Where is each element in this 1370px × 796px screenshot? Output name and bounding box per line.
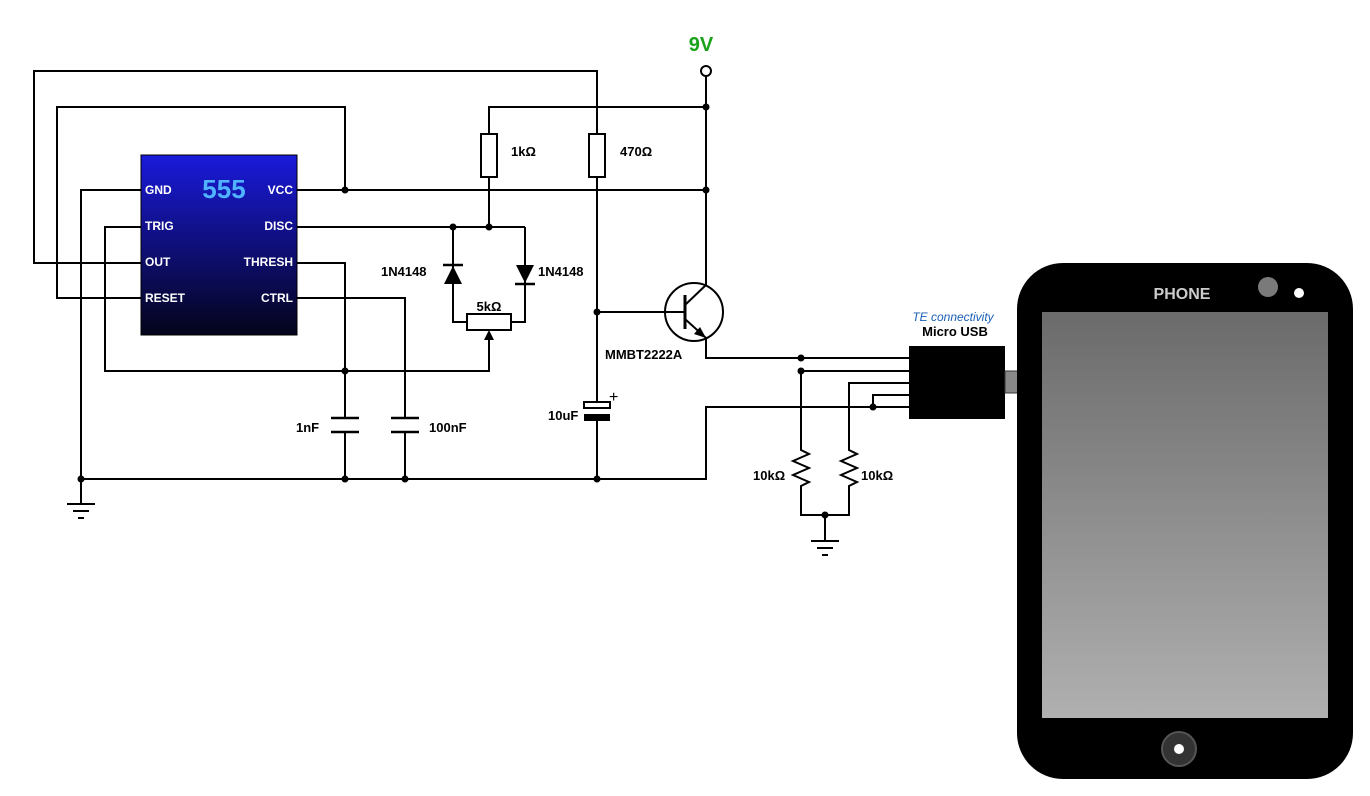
capacitor-1nf-label: 1nF [296,420,319,435]
ic-555: 555 GND TRIG OUT RESET VCC DISC THRESH C… [140,154,298,336]
phone-screen [1042,312,1328,718]
connector-brand: TE connectivity [912,310,994,324]
pin-ctrl: CTRL [261,291,293,305]
pin-out: OUT [145,255,171,269]
capacitor-10uf: + 10uF [548,389,618,423]
resistor-10k-left-label: 10kΩ [753,468,785,483]
micro-usb-connector: TE connectivity Micro USB [909,310,1020,419]
pin-vcc: VCC [268,183,294,197]
ground-icon [811,540,839,556]
potentiometer: 5kΩ [466,299,512,340]
pin-reset: RESET [145,291,186,305]
resistor-470: 470Ω [588,133,652,178]
diode-left: 1N4148 [381,263,463,284]
capacitor-10uf-label: 10uF [548,408,578,423]
ic-title: 555 [202,174,245,204]
diode-right: 1N4148 [515,264,584,286]
pin-thresh: THRESH [244,255,293,269]
resistor-1k-label: 1kΩ [511,144,536,159]
svg-text:+: + [609,389,618,406]
resistor-10k-right: 10kΩ [838,446,893,490]
pin-disc: DISC [264,219,293,233]
home-button-icon [1174,744,1184,754]
ground-icon [67,503,95,519]
transistor: MMBT2222A [605,282,724,362]
pin-gnd: GND [145,183,172,197]
sensor-icon [1294,288,1304,298]
camera-icon [1258,277,1278,297]
supply-label: 9V [689,34,714,56]
supply-terminal: 9V [689,34,714,77]
diode-right-label: 1N4148 [538,264,584,279]
resistor-470-label: 470Ω [620,144,652,159]
transistor-label: MMBT2222A [605,347,683,362]
resistor-10k-left: 10kΩ [753,446,812,490]
capacitor-1nf: 1nF [296,416,359,435]
connector-name: Micro USB [922,324,988,339]
phone-label: PHONE [1154,286,1211,303]
pin-trig: TRIG [145,219,174,233]
phone: PHONE [1017,263,1353,779]
capacitor-100nf-label: 100nF [429,420,467,435]
resistor-1k: 1kΩ [480,133,536,178]
pot-label: 5kΩ [477,299,502,314]
junction-dots [77,103,877,519]
resistor-10k-right-label: 10kΩ [861,468,893,483]
capacitor-100nf: 100nF [391,416,467,435]
diode-left-label: 1N4148 [381,264,427,279]
wires [33,70,909,541]
